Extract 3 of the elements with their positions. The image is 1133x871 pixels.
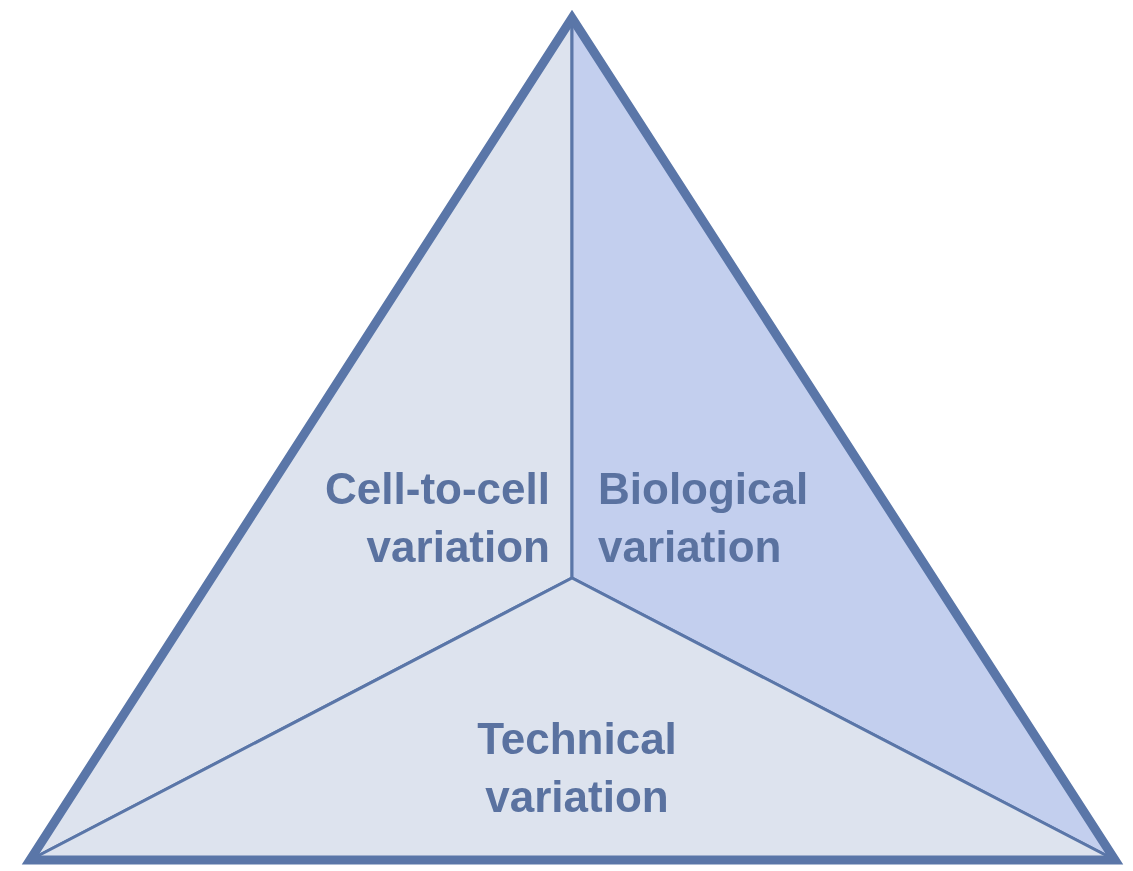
segment-label: Biological variation <box>598 463 810 573</box>
segment-label: Cell-to-cell variation <box>324 463 550 573</box>
segment-label: Technical variation <box>476 713 678 823</box>
